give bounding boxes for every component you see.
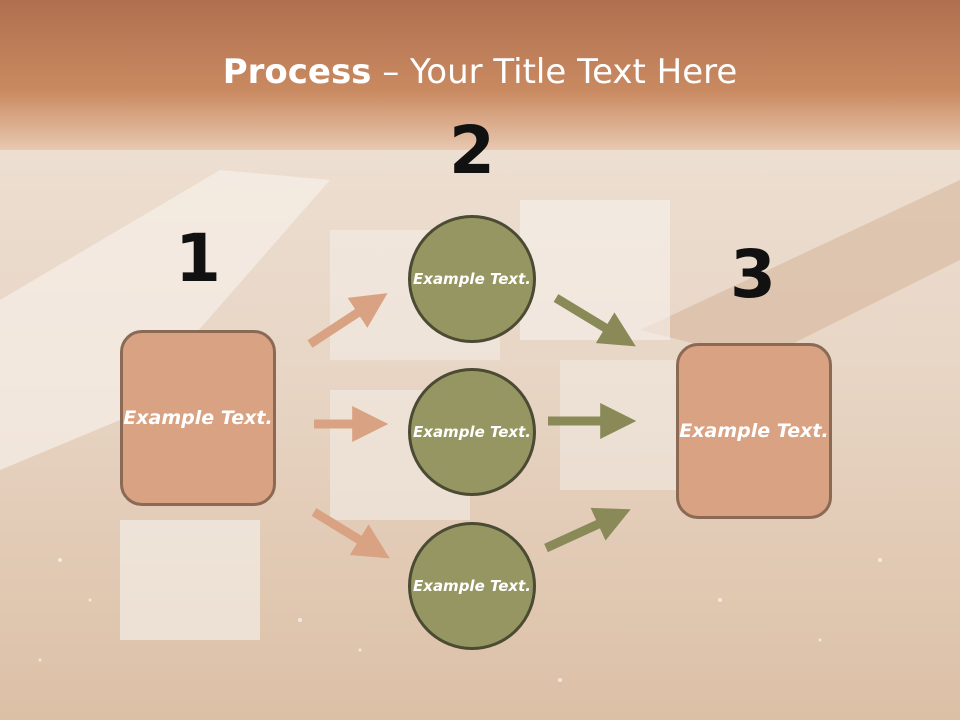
step-circle-middle: Example Text. bbox=[408, 368, 536, 496]
step-circle-top: Example Text. bbox=[408, 215, 536, 343]
step-box-3: Example Text. bbox=[676, 343, 832, 519]
step-box-3-text: Example Text. bbox=[679, 419, 829, 442]
step-box-1: Example Text. bbox=[120, 330, 276, 506]
step-circle-middle-text: Example Text. bbox=[413, 422, 531, 441]
step-circle-bottom-text: Example Text. bbox=[413, 576, 531, 595]
arrow-bottom-circle-to-box3 bbox=[544, 507, 631, 553]
title-rest: – Your Title Text Here bbox=[371, 52, 738, 92]
step-number-1: 1 bbox=[175, 220, 221, 297]
arrow-box1-to-bottom-circle bbox=[311, 508, 390, 559]
step-circle-top-text: Example Text. bbox=[413, 269, 531, 288]
title-bold: Process bbox=[222, 52, 372, 92]
arrow-top-circle-to-box3 bbox=[553, 294, 636, 347]
step-number-3: 3 bbox=[730, 236, 776, 313]
step-circle-bottom: Example Text. bbox=[408, 522, 536, 650]
step-box-1-text: Example Text. bbox=[123, 406, 273, 429]
step-number-2: 2 bbox=[449, 112, 495, 189]
arrow-box1-to-top-circle bbox=[307, 293, 388, 348]
slide-title: Process – Your Title Text Here bbox=[0, 52, 960, 92]
